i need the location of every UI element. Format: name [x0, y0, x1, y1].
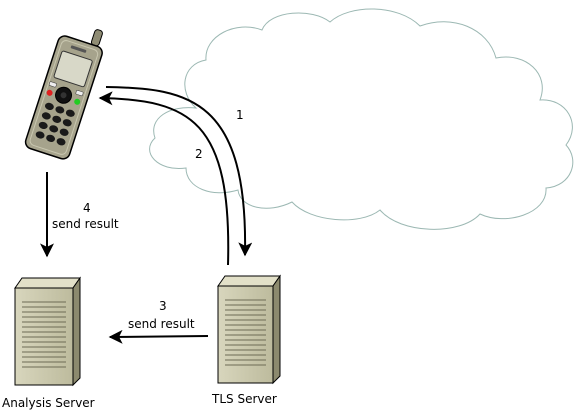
arrow-step1: [105, 86, 253, 257]
step4-number: 4: [83, 201, 91, 215]
tls-server-icon: [217, 274, 281, 385]
analysis-server-icon: [14, 276, 81, 387]
analysis-server-label: Analysis Server: [2, 396, 95, 410]
step4-label: send result: [52, 217, 119, 231]
step1-number: 1: [236, 108, 244, 122]
step3-number: 3: [159, 299, 167, 313]
step2-number: 2: [195, 147, 203, 161]
tls-server-label: TLS Server: [211, 392, 277, 406]
arrow-step2: [98, 91, 230, 266]
step3-label: send result: [128, 317, 195, 331]
mobile-phone-icon: [24, 29, 103, 160]
cloud-icon: [149, 8, 574, 230]
arrow-step3: [108, 329, 209, 344]
